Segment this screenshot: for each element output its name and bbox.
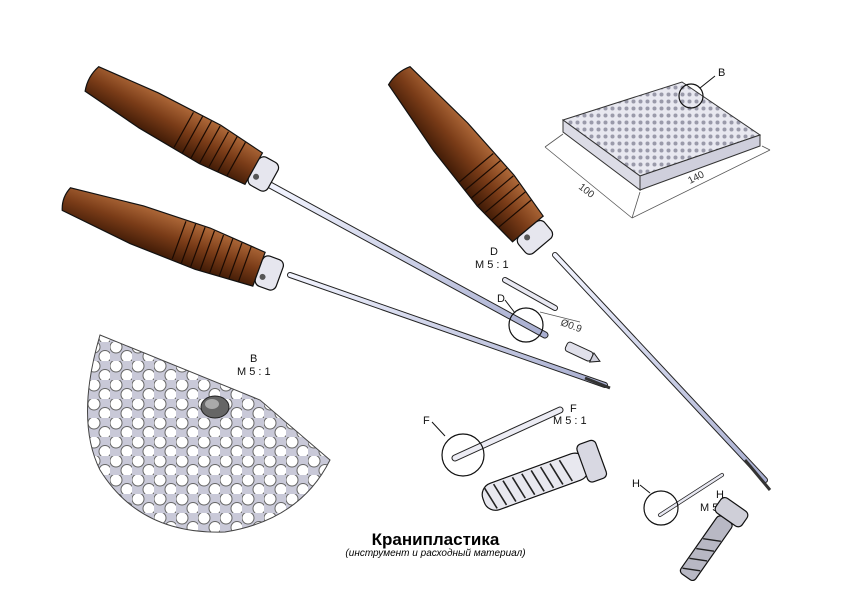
detail-label-b: B	[250, 353, 257, 365]
detail-circle-b	[678, 83, 704, 109]
detail-mark-h: H	[632, 478, 640, 490]
detail-circle-h	[643, 490, 679, 526]
detail-d: D M 5 : 1 Ø0.9 D	[475, 246, 584, 343]
detail-mark-f: F	[423, 415, 430, 427]
detail-label-f: F	[570, 403, 577, 415]
detail-circle-d	[508, 307, 544, 343]
screwdriver-1	[84, 65, 549, 339]
screw-small	[564, 341, 601, 363]
detail-mark-d: D	[497, 293, 505, 305]
dim-width-label: 100	[576, 182, 596, 201]
detail-h: H H M 5 : 1	[632, 473, 749, 582]
detail-scale-f: M 5 : 1	[553, 415, 587, 427]
detail-label-h: H	[716, 489, 724, 501]
screwdriver-3	[387, 66, 772, 491]
detail-mark-b: B	[718, 67, 725, 79]
detail-scale-d: M 5 : 1	[475, 259, 509, 271]
screwdriver-2	[61, 187, 611, 390]
detail-scale-b: M 5 : 1	[237, 366, 271, 378]
figure-title: Кранипластика	[371, 530, 500, 549]
detail-label-d: D	[490, 246, 498, 258]
mesh-plate: 100 140 B	[544, 67, 771, 219]
figure-subtitle: (инструмент и расходный материал)	[345, 548, 526, 559]
detail-b-mesh: B M 5 : 1	[87, 334, 331, 533]
detail-circle-f	[441, 433, 485, 477]
detail-f: F F M 5 : 1	[423, 403, 608, 511]
